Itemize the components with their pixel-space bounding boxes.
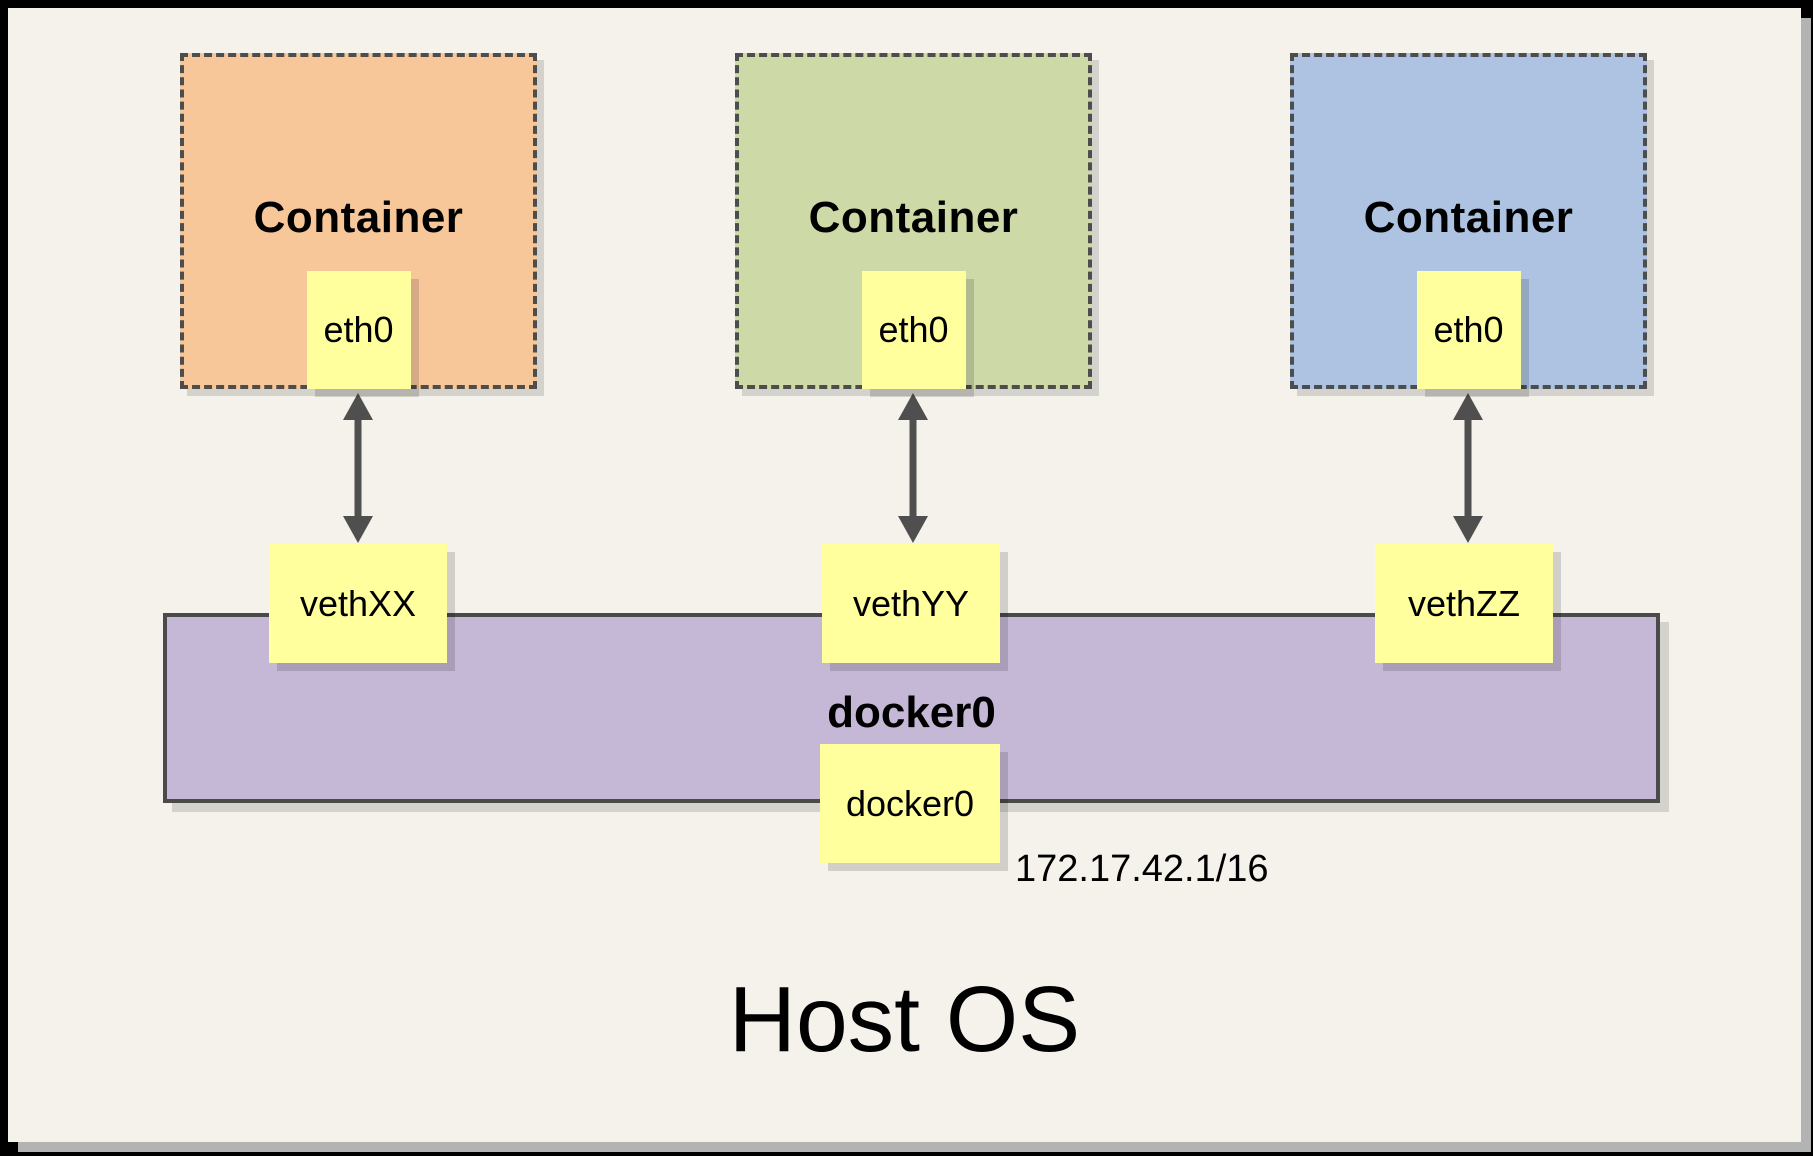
vethYY-box: vethYY (822, 544, 1000, 663)
container-box-1: Container eth0 (180, 53, 537, 389)
eth0-interface-box: eth0 (1416, 271, 1521, 389)
container-label: Container (1363, 193, 1574, 242)
docker0-interface-box: docker0 (820, 744, 1000, 863)
vethXX-box: vethXX (269, 544, 447, 663)
container-box-2: Container eth0 (735, 53, 1092, 389)
bidirectional-arrow-icon (898, 393, 928, 543)
host-os-label: Host OS (728, 967, 1081, 1071)
eth0-interface-box: eth0 (861, 271, 966, 389)
diagram-panel: Container eth0 Container eth0 Container … (8, 8, 1801, 1142)
vethZZ-label: vethZZ (1407, 582, 1521, 624)
container-box-3: Container eth0 (1290, 53, 1647, 389)
eth0-interface-box: eth0 (306, 271, 411, 389)
bidirectional-arrow-icon (343, 393, 373, 543)
docker0-bridge-label: docker0 (827, 688, 996, 737)
bidirectional-arrow-icon (1453, 393, 1483, 543)
eth0-label: eth0 (878, 309, 949, 350)
eth0-label: eth0 (1433, 309, 1504, 350)
container-label: Container (808, 193, 1019, 242)
vethZZ-box: vethZZ (1375, 544, 1553, 663)
vethXX-label: vethXX (299, 582, 417, 624)
bridge-ip-address: 172.17.42.1/16 (1015, 848, 1269, 890)
container-label: Container (253, 193, 464, 242)
eth0-label: eth0 (323, 309, 394, 350)
docker0-interface-label: docker0 (845, 782, 975, 824)
vethYY-label: vethYY (852, 582, 970, 624)
